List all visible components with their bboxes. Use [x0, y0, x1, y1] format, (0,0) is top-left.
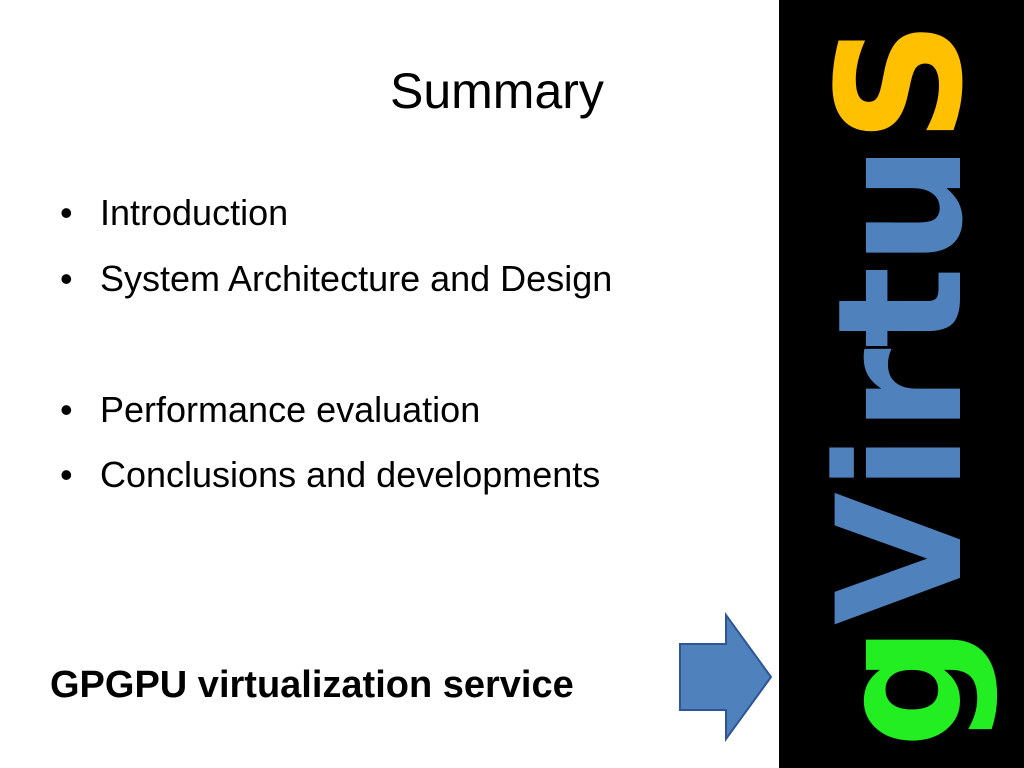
- logo-letter: u: [800, 143, 1001, 267]
- arrow-shape: [679, 612, 773, 742]
- right-arrow-icon: [679, 612, 773, 742]
- bullet-dot: •: [60, 258, 73, 299]
- bullet-dot: •: [60, 389, 73, 430]
- logo-letter: t: [800, 266, 1001, 349]
- logo-letter: V: [800, 492, 1001, 626]
- bullet-dot: •: [60, 192, 73, 233]
- logo-letter: S: [800, 19, 1001, 144]
- bullet-text: Introduction: [100, 192, 289, 233]
- slide-title: Summary: [390, 63, 604, 119]
- logo: gVirtuS: [779, 0, 1024, 768]
- bullet-text: Performance evaluation: [100, 389, 481, 430]
- bullet-text: Conclusions and developments: [100, 454, 601, 495]
- bullet-dot: •: [60, 454, 73, 495]
- logo-letter: r: [800, 348, 1001, 434]
- side-panel: gVirtuS: [779, 0, 1024, 768]
- bullet-text: System Architecture and Design: [100, 258, 613, 299]
- logo-wordmark: gVirtuS: [800, 19, 1001, 749]
- logo-letter: i: [800, 433, 1001, 493]
- tagline: GPGPU virtualization service: [50, 664, 574, 706]
- logo-letter: g: [800, 625, 1001, 749]
